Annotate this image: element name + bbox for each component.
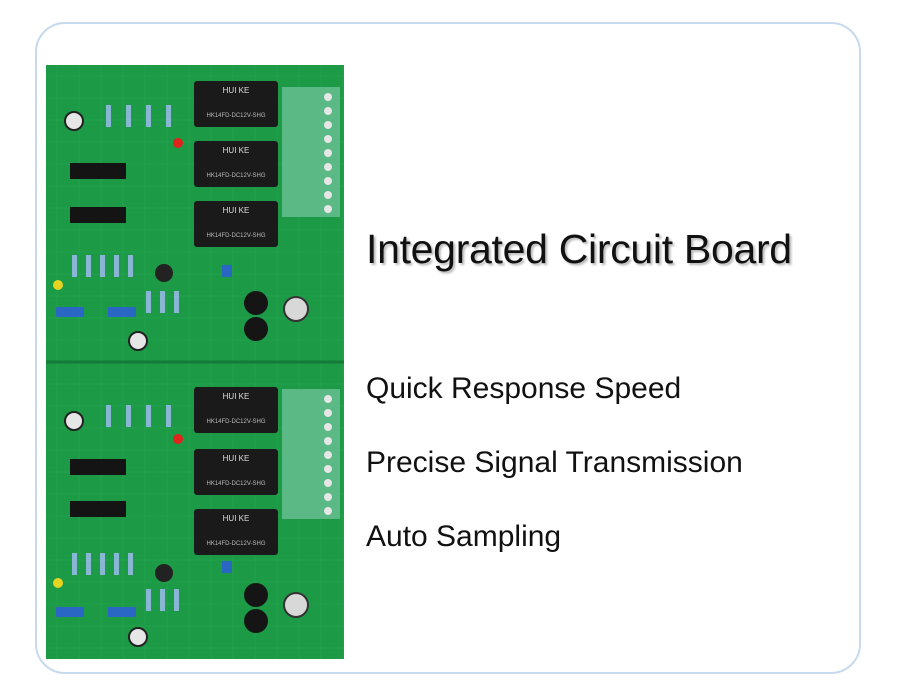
ic-chip <box>70 459 126 475</box>
relay: HUI KE HK14FD-DC12V-SHG <box>194 387 278 433</box>
ic-chip <box>70 207 126 223</box>
ic-chip <box>70 163 126 179</box>
svg-text:HUI KE: HUI KE <box>223 454 250 463</box>
capacitor <box>128 627 148 647</box>
svg-text:HK14FD-DC12V-SHG: HK14FD-DC12V-SHG <box>206 419 265 425</box>
capacitor <box>244 609 268 633</box>
capacitor <box>128 331 148 351</box>
ic-chip <box>70 501 126 517</box>
potentiometer <box>222 265 232 277</box>
capacitor <box>244 583 268 607</box>
relay: HUI KE HK14FD-DC12V-SHG <box>194 201 278 247</box>
led <box>173 434 183 444</box>
relay: HUI KE HK14FD-DC12V-SHG <box>194 449 278 495</box>
capacitor <box>244 317 268 341</box>
svg-text:HK14FD-DC12V-SHG: HK14FD-DC12V-SHG <box>206 113 265 119</box>
svg-text:HUI KE: HUI KE <box>223 206 250 215</box>
feature-item: Precise Signal Transmission <box>366 446 743 479</box>
potentiometer <box>56 307 84 317</box>
svg-text:HK14FD-DC12V-SHG: HK14FD-DC12V-SHG <box>206 173 265 179</box>
capacitor <box>155 264 173 282</box>
capacitor <box>244 291 268 315</box>
capacitor <box>283 296 309 322</box>
svg-text:HUI KE: HUI KE <box>223 514 250 523</box>
relay: HUI KE HK14FD-DC12V-SHG <box>194 81 278 127</box>
board-upper-half: HUI KE HK14FD-DC12V-SHG HUI KE HK14FD-DC… <box>53 81 340 351</box>
led <box>53 578 63 588</box>
capacitor <box>64 411 84 431</box>
capacitor <box>283 592 309 618</box>
feature-item: Auto Sampling <box>366 520 562 553</box>
capacitor <box>64 111 84 131</box>
feature-item: Quick Response Speed <box>366 372 682 405</box>
svg-text:HUI KE: HUI KE <box>223 146 250 155</box>
board-lower-half: HUI KE HK14FD-DC12V-SHG HUI KE HK14FD-DC… <box>53 387 340 647</box>
led <box>173 138 183 148</box>
potentiometer <box>108 307 136 317</box>
potentiometer <box>222 561 232 573</box>
circuit-board-image: HUI KE HK14FD-DC12V-SHG HUI KE HK14FD-DC… <box>46 65 344 659</box>
relay: HUI KE HK14FD-DC12V-SHG <box>194 509 278 555</box>
capacitor <box>155 564 173 582</box>
led <box>53 280 63 290</box>
svg-text:HK14FD-DC12V-SHG: HK14FD-DC12V-SHG <box>206 541 265 547</box>
svg-text:HUI KE: HUI KE <box>223 86 250 95</box>
potentiometer <box>56 607 84 617</box>
page-title: Integrated Circuit Board <box>366 226 792 272</box>
potentiometer <box>108 607 136 617</box>
relay: HUI KE HK14FD-DC12V-SHG <box>194 141 278 187</box>
svg-text:HK14FD-DC12V-SHG: HK14FD-DC12V-SHG <box>206 481 265 487</box>
svg-text:HUI KE: HUI KE <box>223 392 250 401</box>
feature-list: Quick Response Speed Precise Signal Tran… <box>366 370 743 592</box>
svg-text:HK14FD-DC12V-SHG: HK14FD-DC12V-SHG <box>206 233 265 239</box>
